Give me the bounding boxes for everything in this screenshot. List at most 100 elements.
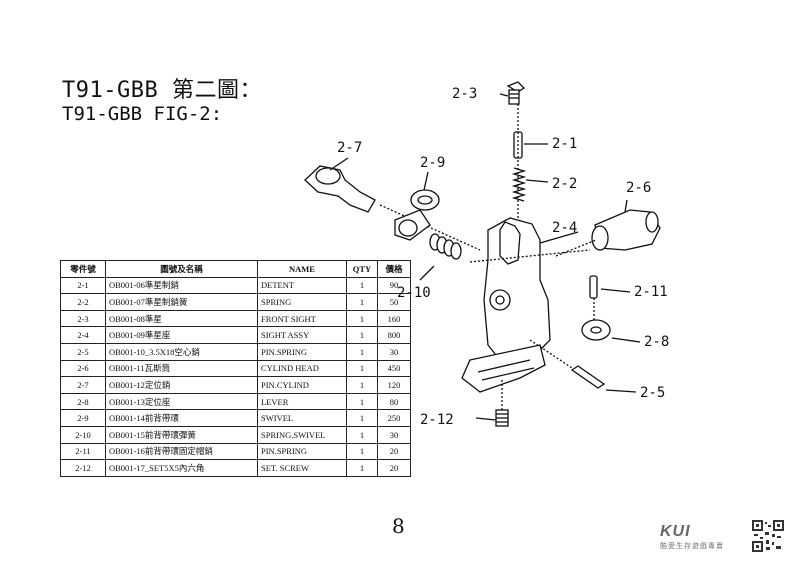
label-2-4: 2-4 — [552, 220, 577, 236]
cell-part-no: 2-2 — [60, 293, 106, 311]
cell-name: SPRING — [257, 293, 347, 311]
cell-code: OB001-12定位銷 — [105, 376, 258, 394]
cell-price: 50 — [377, 293, 411, 311]
cell-qty: 1 — [346, 359, 378, 378]
cell-part-no: 2-10 — [60, 425, 106, 444]
cell-code: OB001-15前背帶環彈簧 — [105, 425, 258, 444]
cell-name: LEVER — [257, 392, 347, 411]
cell-name: CYLIND HEAD — [257, 359, 347, 378]
part-2-9-swivel — [394, 189, 440, 241]
part-2-4-sight-assy — [461, 217, 551, 393]
logo-name: KUI — [660, 523, 691, 540]
cell-price: 800 — [377, 326, 411, 344]
cell-qty: 1 — [346, 276, 378, 295]
part-2-11-pin-spring — [589, 275, 598, 299]
cell-part-no: 2-11 — [60, 442, 106, 461]
cell-price: 20 — [377, 459, 411, 477]
cell-code: OB001-16前背帶環固定帽銷 — [105, 442, 258, 461]
page-title: T91-GBB 第二圖： — [62, 78, 262, 103]
cell-part-no: 2-5 — [60, 342, 106, 361]
cell-code: OB001-10_3.5X18空心銷 — [105, 342, 258, 361]
table-row: 2-11 OB001-16前背帶環固定帽銷 PIN.SPRING 1 20 — [60, 442, 411, 461]
part-2-2-spring — [511, 167, 527, 202]
cell-qty: 1 — [346, 376, 378, 394]
label-2-11: 2-11 — [634, 284, 668, 300]
cell-part-no: 2-1 — [60, 276, 106, 295]
cell-name: DETENT — [257, 276, 347, 295]
brand-logo: KUI 酷愛生存遊戲專賣 — [660, 523, 724, 551]
cell-name: SPRING.SWIVEL — [257, 425, 347, 444]
label-2-12: 2-12 — [420, 412, 454, 428]
cell-qty: 1 — [346, 459, 378, 477]
cell-price: 30 — [377, 425, 411, 444]
cell-name: SIGHT ASSY — [257, 326, 347, 344]
part-2-8-lever — [581, 298, 611, 341]
cell-part-no: 2-12 — [60, 459, 106, 477]
qr-code-icon — [752, 520, 784, 552]
cell-name: PIN.CYLIND — [257, 376, 347, 394]
label-2-6: 2-6 — [626, 180, 651, 196]
label-2-9: 2-9 — [420, 155, 445, 171]
label-2-1: 2-1 — [552, 136, 577, 152]
cell-code: OB001-09準星座 — [105, 326, 258, 344]
table-row: 2-7 OB001-12定位銷 PIN.CYLIND 1 120 — [60, 376, 411, 394]
label-2-7: 2-7 — [337, 140, 362, 156]
label-2-2: 2-2 — [552, 176, 577, 192]
cell-qty: 1 — [346, 392, 378, 411]
header-name: NAME — [257, 260, 347, 278]
cell-code: OB001-17_SET5X5內六角 — [105, 459, 258, 477]
table-row: 2-4 OB001-09準星座 SIGHT ASSY 1 800 — [60, 326, 411, 344]
cell-name: PIN.SPRING — [257, 342, 347, 361]
part-2-10-spring-swivel — [429, 233, 462, 260]
cell-name: PIN.SPRING — [257, 442, 347, 461]
cell-part-no: 2-9 — [60, 409, 106, 427]
part-2-12-set-screw — [495, 380, 509, 427]
table-row: 2-6 OB001-11瓦斯筒 CYLIND HEAD 1 450 — [60, 359, 411, 378]
label-2-5: 2-5 — [640, 385, 665, 401]
part-2-5-pin-spring — [529, 339, 606, 389]
cell-code: OB001-07準星制銷簧 — [105, 293, 258, 311]
parts-table: 零件號 圖號及名稱 NAME QTY 價格 2-1 OB001-06準星制銷 D… — [60, 260, 411, 477]
cell-name: SWIVEL — [257, 409, 347, 427]
cell-part-no: 2-7 — [60, 376, 106, 394]
part-2-7-pin-cylind — [304, 165, 481, 251]
table-row: 2-8 OB001-13定位座 LEVER 1 80 — [60, 392, 411, 411]
page-number: 8 — [392, 514, 405, 538]
cell-price: 30 — [377, 342, 411, 361]
cell-part-no: 2-8 — [60, 392, 106, 411]
cell-name: SET. SCREW — [257, 459, 347, 477]
cell-part-no: 2-4 — [60, 326, 106, 344]
cell-code: OB001-08準星 — [105, 309, 258, 328]
part-2-6-cylind-head — [555, 209, 661, 257]
cell-price: 20 — [377, 442, 411, 461]
label-2-8: 2-8 — [644, 334, 669, 350]
header-price: 價格 — [377, 260, 411, 278]
part-2-3-front-sight — [506, 81, 526, 105]
cell-qty: 1 — [346, 442, 378, 461]
header-qty: QTY — [346, 260, 378, 278]
cell-price: 160 — [377, 309, 411, 328]
logo-tagline: 酷愛生存遊戲專賣 — [660, 543, 724, 550]
cell-price: 250 — [377, 409, 411, 427]
cell-qty: 1 — [346, 326, 378, 344]
table-row: 2-2 OB001-07準星制銷簧 SPRING 1 50 — [60, 293, 411, 311]
table-row: 2-12 OB001-17_SET5X5內六角 SET. SCREW 1 20 — [60, 459, 411, 477]
cell-price: 80 — [377, 392, 411, 411]
cell-code: OB001-06準星制銷 — [105, 276, 258, 295]
header-code-name: 圖號及名稱 — [105, 260, 258, 278]
cell-qty: 1 — [346, 309, 378, 328]
table-header-row: 零件號 圖號及名稱 NAME QTY 價格 — [60, 260, 411, 278]
cell-code: OB001-13定位座 — [105, 392, 258, 411]
table-row: 2-5 OB001-10_3.5X18空心銷 PIN.SPRING 1 30 — [60, 342, 411, 361]
cell-qty: 1 — [346, 293, 378, 311]
table-row: 2-10 OB001-15前背帶環彈簧 SPRING.SWIVEL 1 30 — [60, 425, 411, 444]
cell-part-no: 2-6 — [60, 359, 106, 378]
table-row: 2-3 OB001-08準星 FRONT SIGHT 1 160 — [60, 309, 411, 328]
cell-price: 90 — [377, 276, 411, 295]
table-row: 2-1 OB001-06準星制銷 DETENT 1 90 — [60, 276, 411, 295]
cell-price: 450 — [377, 359, 411, 378]
table-row: 2-9 OB001-14前背帶環 SWIVEL 1 250 — [60, 409, 411, 427]
cell-qty: 1 — [346, 342, 378, 361]
cell-code: OB001-14前背帶環 — [105, 409, 258, 427]
page-subtitle: T91-GBB FIG-2: — [62, 103, 223, 125]
